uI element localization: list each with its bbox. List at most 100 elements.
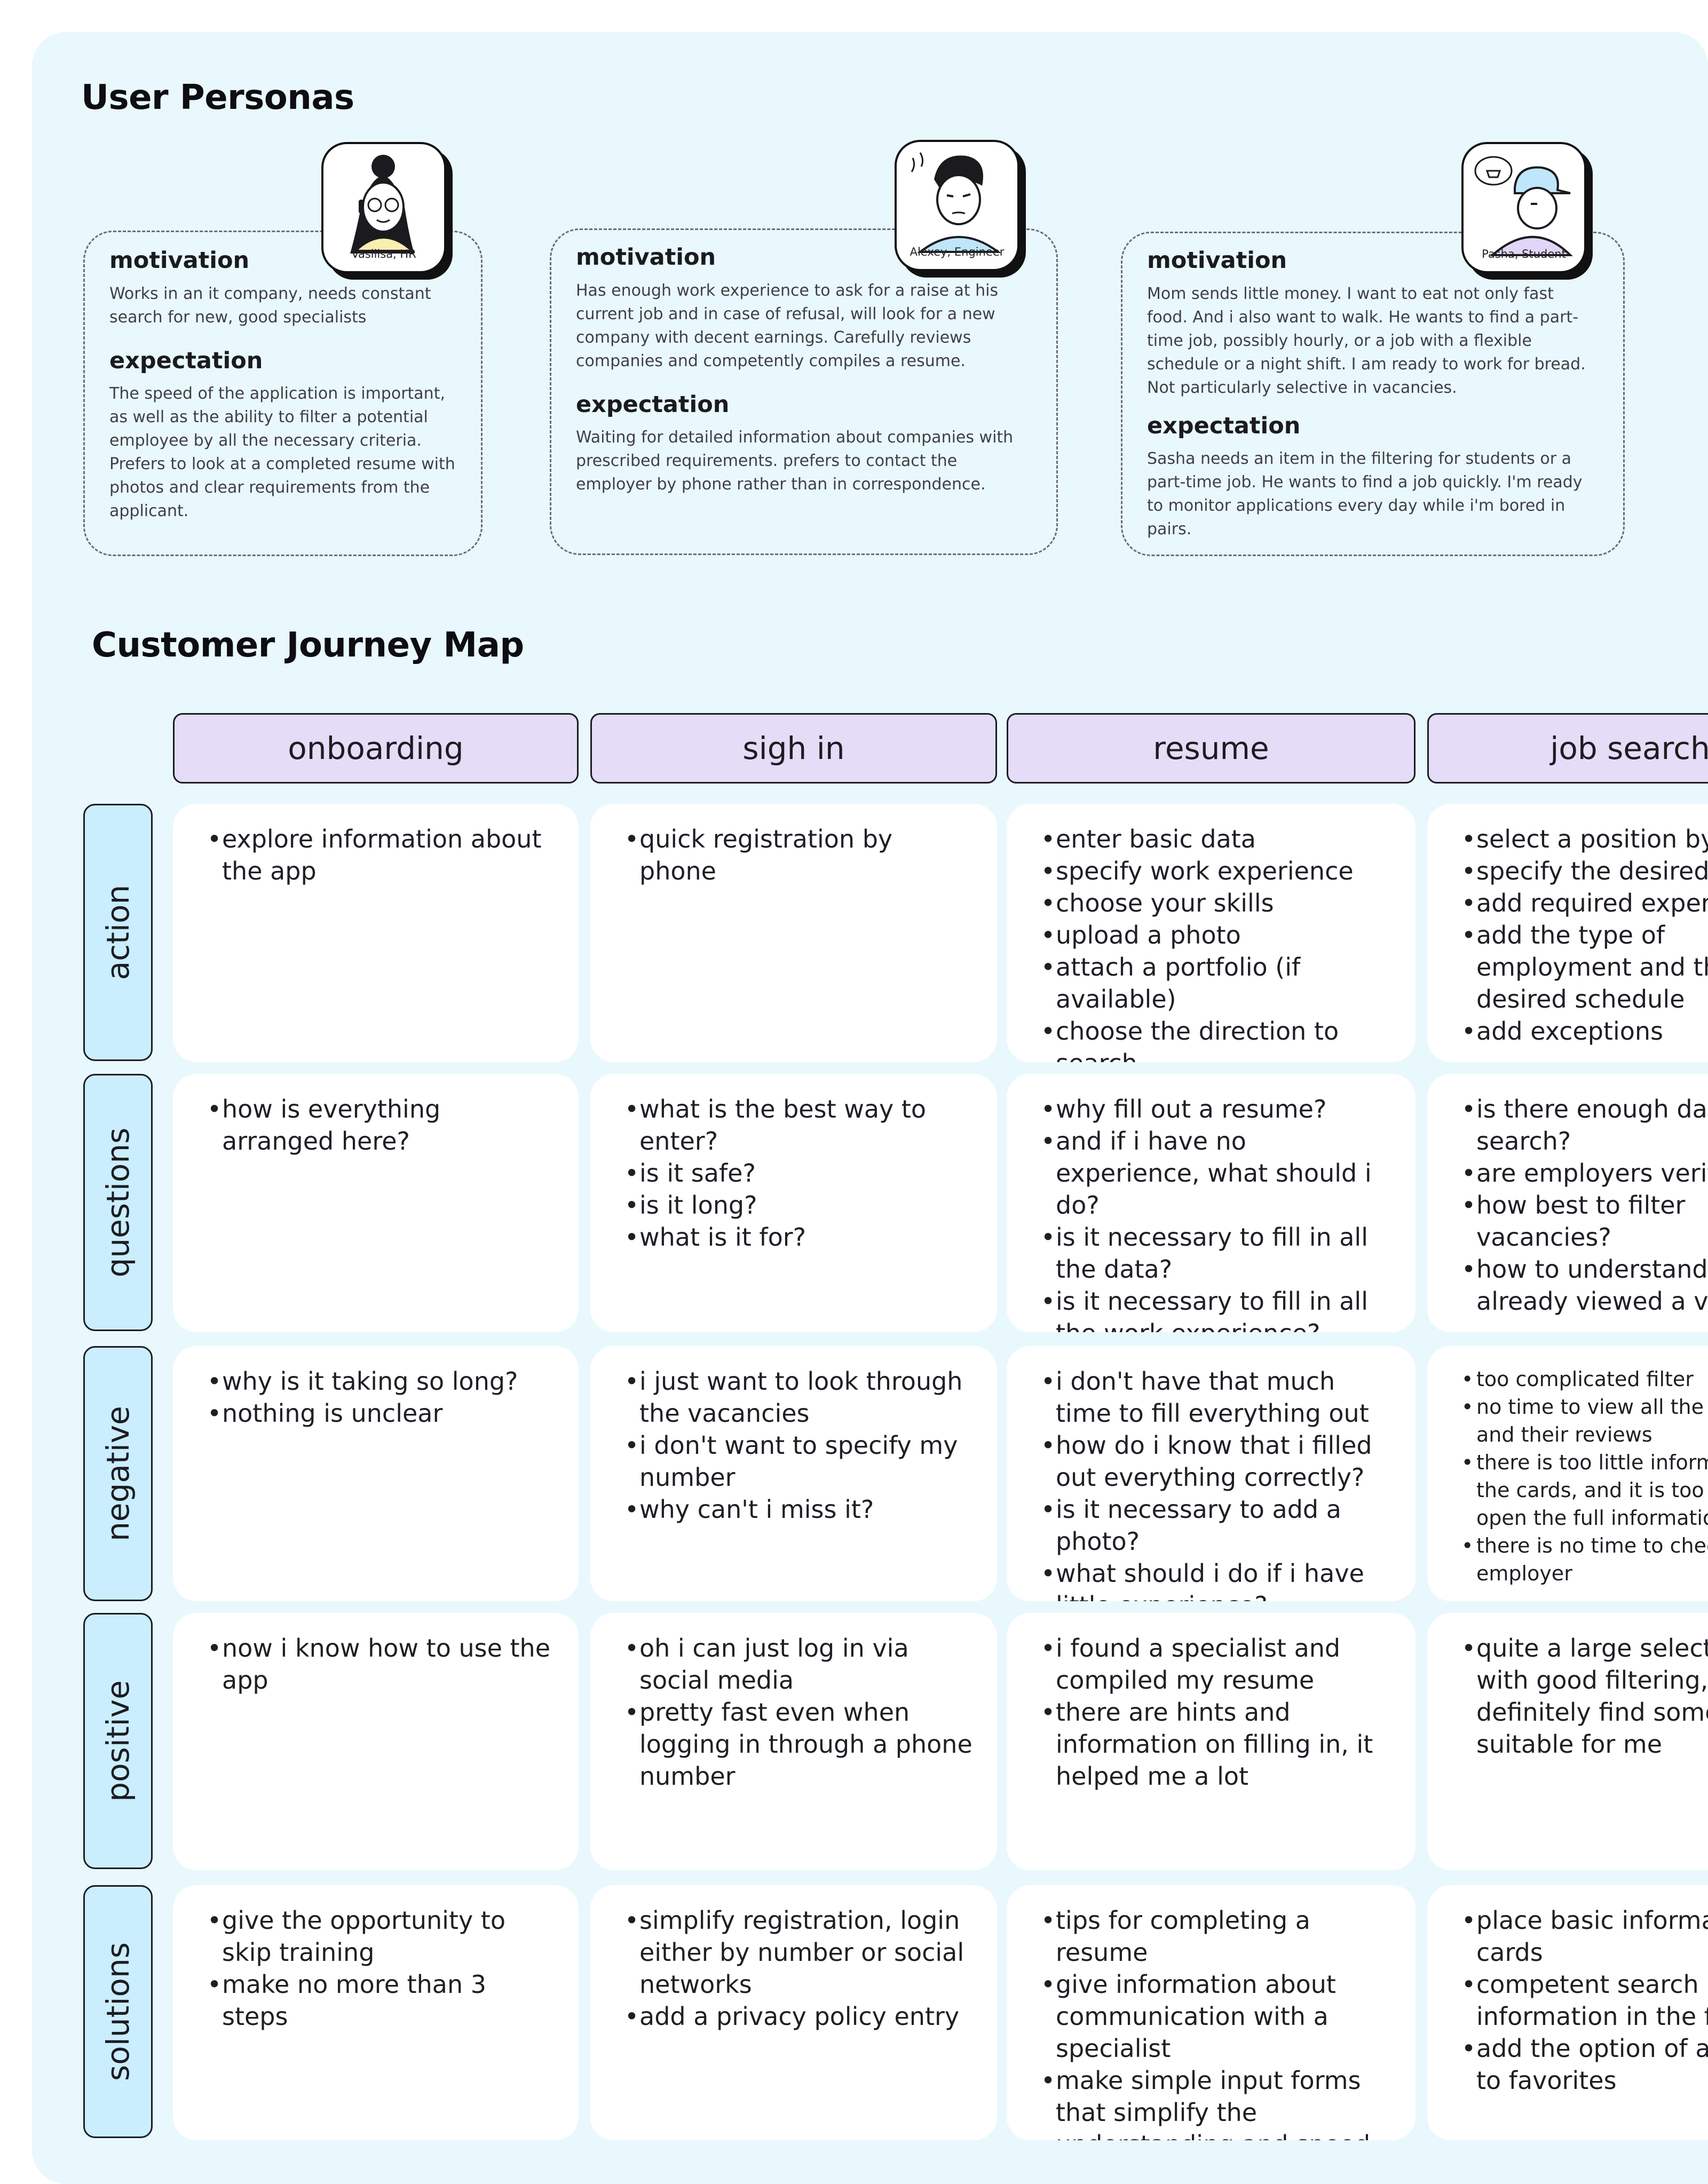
motivation-text: Mom sends little money. I want to eat no… bbox=[1147, 284, 1586, 397]
expectation-text: Waiting for detailed information about c… bbox=[576, 428, 1014, 494]
expectation-heading: expectation bbox=[109, 347, 263, 374]
expectation-heading: expectation bbox=[1147, 412, 1301, 439]
journey-cell-solutions-4: place basic information on cardscompeten… bbox=[1427, 1885, 1708, 2140]
list-item: upload a photo bbox=[1032, 919, 1394, 951]
motivation-heading: motivation bbox=[576, 244, 716, 271]
bullet-list: simplify registration, login either by n… bbox=[616, 1904, 976, 2032]
list-item: nothing is unclear bbox=[199, 1397, 557, 1429]
persona-card-vasilisa: motivation Works in an it company, needs… bbox=[83, 231, 483, 556]
journey-cell-positive-3: i found a specialist and compiled my res… bbox=[1007, 1613, 1416, 1870]
persona-name: Vasilisa, HR bbox=[351, 248, 416, 260]
list-item: oh i can just log in via social media bbox=[616, 1632, 976, 1696]
woman-with-headphones-avatar-icon: Vasilisa, HR bbox=[321, 142, 446, 273]
list-item: competent search and the information in … bbox=[1453, 1968, 1708, 2032]
bullet-list: explore information about the app bbox=[199, 823, 557, 887]
journey-cell-action-2: quick registration by phone bbox=[590, 804, 997, 1062]
board: User Personas motivation Works in an it … bbox=[32, 32, 1708, 2184]
list-item: specify the desired level bbox=[1453, 855, 1708, 887]
row-label-text: questions bbox=[100, 1127, 136, 1278]
list-item: tips for completing a resume bbox=[1032, 1904, 1394, 1968]
list-item: why is it taking so long? bbox=[199, 1365, 557, 1397]
motivation-heading: motivation bbox=[109, 247, 250, 274]
bullet-list: place basic information on cardscompeten… bbox=[1453, 1904, 1708, 2096]
row-label-questions: questions bbox=[83, 1074, 153, 1331]
list-item: why fill out a resume? bbox=[1032, 1093, 1394, 1125]
list-item: add the option of adding to favorites bbox=[1453, 2032, 1708, 2096]
motivation-text: Works in an it company, needs constant s… bbox=[109, 284, 431, 327]
row-label-action: action bbox=[83, 804, 153, 1061]
list-item: no time to view all the vacancies and th… bbox=[1453, 1393, 1708, 1449]
list-item: there are hints and information on filli… bbox=[1032, 1696, 1394, 1792]
bullet-list: oh i can just log in via social mediapre… bbox=[616, 1632, 976, 1792]
list-item: enter basic data bbox=[1032, 823, 1394, 855]
row-label-text: negative bbox=[100, 1406, 136, 1541]
list-item: i don't have that much time to fill ever… bbox=[1032, 1365, 1394, 1429]
bullet-list: enter basic dataspecify work experiencec… bbox=[1032, 823, 1394, 1062]
list-item: is it safe? bbox=[616, 1157, 976, 1189]
bullet-list: i just want to look through the vacancie… bbox=[616, 1365, 976, 1525]
journey-title: Customer Journey Map bbox=[92, 626, 524, 665]
list-item: there is no time to check the employer bbox=[1453, 1532, 1708, 1587]
list-item: add the type of employment and the desir… bbox=[1453, 919, 1708, 1015]
persona-name: Pasha, Student bbox=[1482, 248, 1566, 260]
bullet-list: i found a specialist and compiled my res… bbox=[1032, 1632, 1394, 1792]
row-label-text: solutions bbox=[100, 1942, 136, 2081]
list-item: is it necessary to fill in all the data? bbox=[1032, 1221, 1394, 1285]
journey-cell-questions-3: why fill out a resume?and if i have no e… bbox=[1007, 1074, 1416, 1332]
stage-job-search: job search bbox=[1427, 713, 1708, 784]
list-item: are employers verified? bbox=[1453, 1157, 1708, 1189]
bullet-list: give the opportunity to skip trainingmak… bbox=[199, 1904, 557, 2032]
stage-sign-in: sigh in bbox=[590, 713, 997, 784]
row-label-positive: positive bbox=[83, 1613, 153, 1869]
journey-cell-questions-4: is there enough data to search?are emplo… bbox=[1427, 1074, 1708, 1332]
list-item: what should i do if i have little experi… bbox=[1032, 1557, 1394, 1601]
list-item: place basic information on cards bbox=[1453, 1904, 1708, 1968]
journey-cell-solutions-1: give the opportunity to skip trainingmak… bbox=[173, 1885, 579, 2140]
row-label-text: positive bbox=[100, 1680, 136, 1802]
expectation-heading: expectation bbox=[576, 391, 730, 418]
list-item: give the opportunity to skip training bbox=[199, 1904, 557, 1968]
list-item: now i know how to use the app bbox=[199, 1632, 557, 1696]
bullet-list: why is it taking so long?nothing is uncl… bbox=[199, 1365, 557, 1429]
list-item: i don't want to specify my number bbox=[616, 1429, 976, 1493]
list-item: select a position by bbox=[1453, 823, 1708, 855]
list-item: is it necessary to fill in all the work … bbox=[1032, 1285, 1394, 1332]
persona-name: Alexey, Engineer bbox=[910, 246, 1005, 258]
list-item: simplify registration, login either by n… bbox=[616, 1904, 976, 2000]
journey-cell-solutions-2: simplify registration, login either by n… bbox=[590, 1885, 997, 2140]
bullet-list: quick registration by phone bbox=[616, 823, 976, 887]
journey-cell-positive-2: oh i can just log in via social mediapre… bbox=[590, 1613, 997, 1870]
list-item: how best to filter vacancies? bbox=[1453, 1189, 1708, 1253]
student-with-cap-avatar-icon: Pasha, Student bbox=[1461, 142, 1586, 273]
bullet-list: too complicated filterno time to view al… bbox=[1453, 1365, 1708, 1587]
list-item: give information about communication wit… bbox=[1032, 1968, 1394, 2064]
list-item: add exceptions bbox=[1453, 1015, 1708, 1047]
bullet-list: select a position byspecify the desired … bbox=[1453, 823, 1708, 1047]
list-item: i just want to look through the vacancie… bbox=[616, 1365, 976, 1429]
bullet-list: i don't have that much time to fill ever… bbox=[1032, 1365, 1394, 1601]
bullet-list: now i know how to use the app bbox=[199, 1632, 557, 1696]
list-item: i found a specialist and compiled my res… bbox=[1032, 1632, 1394, 1696]
journey-cell-action-3: enter basic dataspecify work experiencec… bbox=[1007, 804, 1416, 1062]
journey-cell-questions-2: what is the best way to enter?is it safe… bbox=[590, 1074, 997, 1332]
list-item: make no more than 3 steps bbox=[199, 1968, 557, 2032]
list-item: how to understand that i already viewed … bbox=[1453, 1253, 1708, 1317]
journey-cell-positive-4: quite a large selection, with good filte… bbox=[1427, 1613, 1708, 1870]
list-item: add required experience bbox=[1453, 887, 1708, 919]
persona-card-alexey: motivation Has enough work experience to… bbox=[550, 228, 1058, 555]
bullet-list: is there enough data to search?are emplo… bbox=[1453, 1093, 1708, 1317]
bullet-list: tips for completing a resumegive informa… bbox=[1032, 1904, 1394, 2140]
row-label-text: action bbox=[100, 884, 136, 980]
list-item: how is everything arranged here? bbox=[199, 1093, 557, 1157]
list-item: explore information about the app bbox=[199, 823, 557, 887]
list-item: specify work experience bbox=[1032, 855, 1394, 887]
row-label-solutions: solutions bbox=[83, 1885, 153, 2138]
journey-cell-negative-4: too complicated filterno time to view al… bbox=[1427, 1346, 1708, 1601]
personas-title: User Personas bbox=[81, 78, 354, 117]
motivation-heading: motivation bbox=[1147, 247, 1287, 274]
row-label-negative: negative bbox=[83, 1346, 153, 1601]
list-item: too complicated filter bbox=[1453, 1365, 1708, 1393]
bullet-list: why fill out a resume?and if i have no e… bbox=[1032, 1093, 1394, 1332]
bullet-list: quite a large selection, with good filte… bbox=[1453, 1632, 1708, 1760]
persona-card-pasha: motivation Mom sends little money. I wan… bbox=[1121, 232, 1625, 556]
